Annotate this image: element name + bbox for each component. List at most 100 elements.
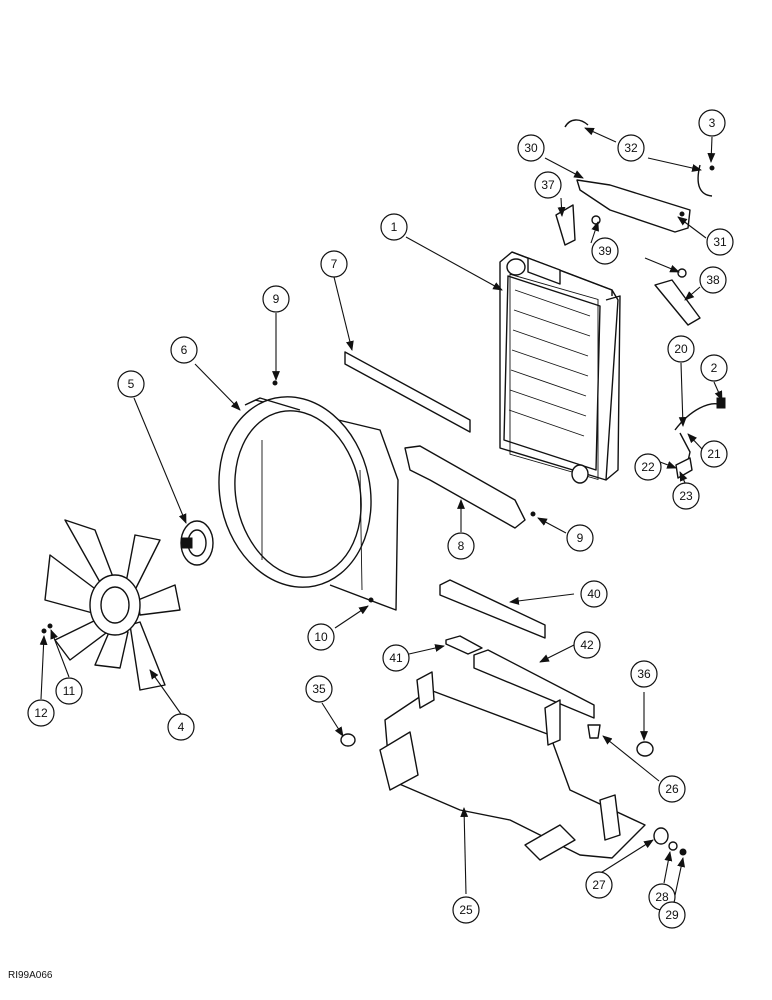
callout-circle <box>262 285 290 313</box>
callout-number: 10 <box>314 630 328 644</box>
callout-number: 12 <box>34 706 48 720</box>
callout-circle <box>700 440 728 468</box>
callout-number: 1 <box>391 220 398 234</box>
callout-30: 30 <box>517 134 545 162</box>
callout-3: 3 <box>698 109 726 137</box>
callout-number: 26 <box>665 782 679 796</box>
callout-35: 35 <box>305 675 333 703</box>
callout-number: 29 <box>665 908 679 922</box>
callout-circle <box>27 699 55 727</box>
fan-clutch <box>180 520 214 566</box>
callouts: 1234567899101112202122232526272829303132… <box>27 109 734 929</box>
callout-1: 1 <box>380 213 408 241</box>
baffle-lower <box>404 445 526 529</box>
callout-number: 35 <box>312 682 326 696</box>
callout-circle <box>630 660 658 688</box>
callout-circle <box>634 453 662 481</box>
callout-2: 2 <box>700 354 728 382</box>
callout-11: 11 <box>55 677 83 705</box>
callout-circle <box>534 171 562 199</box>
callout-circle <box>380 213 408 241</box>
callout-circle <box>307 623 335 651</box>
callout-circle <box>117 370 145 398</box>
callout-number: 41 <box>389 651 403 665</box>
callout-10: 10 <box>307 623 335 651</box>
callout-31: 31 <box>706 228 734 256</box>
callout-number: 3 <box>709 116 716 130</box>
callout-number: 8 <box>458 539 465 553</box>
callout-20: 20 <box>667 335 695 363</box>
callout-number: 36 <box>637 667 651 681</box>
callout-circle <box>452 896 480 924</box>
callout-number: 6 <box>181 343 188 357</box>
callout-circle <box>305 675 333 703</box>
callout-23: 23 <box>672 482 700 510</box>
callout-21: 21 <box>700 440 728 468</box>
upper-brackets <box>555 119 715 326</box>
callout-number: 32 <box>624 141 638 155</box>
callout-number: 42 <box>580 638 594 652</box>
callout-number: 25 <box>459 903 473 917</box>
callout-9: 9 <box>566 524 594 552</box>
callout-22: 22 <box>634 453 662 481</box>
callout-circle <box>706 228 734 256</box>
fan <box>44 519 181 691</box>
callout-5: 5 <box>117 370 145 398</box>
callout-number: 7 <box>331 257 338 271</box>
callout-7: 7 <box>320 250 348 278</box>
callout-circle <box>170 336 198 364</box>
callout-circle <box>591 237 619 265</box>
callout-circle <box>573 631 601 659</box>
hardware <box>41 380 726 856</box>
callout-36: 36 <box>630 660 658 688</box>
callout-circle <box>167 713 195 741</box>
callout-circle <box>585 871 613 899</box>
fan-shroud <box>218 396 399 611</box>
callout-circle <box>617 134 645 162</box>
callout-25: 25 <box>452 896 480 924</box>
callout-circle <box>667 335 695 363</box>
callout-26: 26 <box>658 775 686 803</box>
mounting-bracket <box>379 671 646 861</box>
callout-circle <box>580 580 608 608</box>
callout-circle <box>447 532 475 560</box>
callout-29: 29 <box>658 901 686 929</box>
callout-40: 40 <box>580 580 608 608</box>
callout-4: 4 <box>167 713 195 741</box>
callout-circle <box>672 482 700 510</box>
callout-number: 39 <box>598 244 612 258</box>
callout-number: 22 <box>641 460 655 474</box>
callout-circle <box>566 524 594 552</box>
callout-9: 9 <box>262 285 290 313</box>
callout-number: 20 <box>674 342 688 356</box>
callout-32: 32 <box>617 134 645 162</box>
callout-circle <box>382 644 410 672</box>
callout-number: 5 <box>128 377 135 391</box>
callout-circle <box>658 775 686 803</box>
callout-number: 11 <box>63 684 76 698</box>
callout-6: 6 <box>170 336 198 364</box>
callout-number: 9 <box>577 531 584 545</box>
callout-12: 12 <box>27 699 55 727</box>
callout-39: 39 <box>591 237 619 265</box>
callout-circle <box>698 109 726 137</box>
callout-number: 4 <box>178 720 185 734</box>
callout-number: 37 <box>541 178 555 192</box>
callout-number: 27 <box>592 878 606 892</box>
callout-circle <box>55 677 83 705</box>
callout-number: 21 <box>707 447 721 461</box>
callout-number: 28 <box>655 890 669 904</box>
callout-number: 38 <box>706 273 720 287</box>
callout-42: 42 <box>573 631 601 659</box>
callout-circle <box>658 901 686 929</box>
callout-number: 31 <box>713 235 727 249</box>
radiator <box>499 251 621 484</box>
foam-strips <box>439 579 595 719</box>
callout-number: 2 <box>711 361 718 375</box>
leader-lines <box>39 127 723 901</box>
callout-number: 9 <box>273 292 280 306</box>
callout-41: 41 <box>382 644 410 672</box>
callout-38: 38 <box>699 266 727 294</box>
callout-circle <box>517 134 545 162</box>
